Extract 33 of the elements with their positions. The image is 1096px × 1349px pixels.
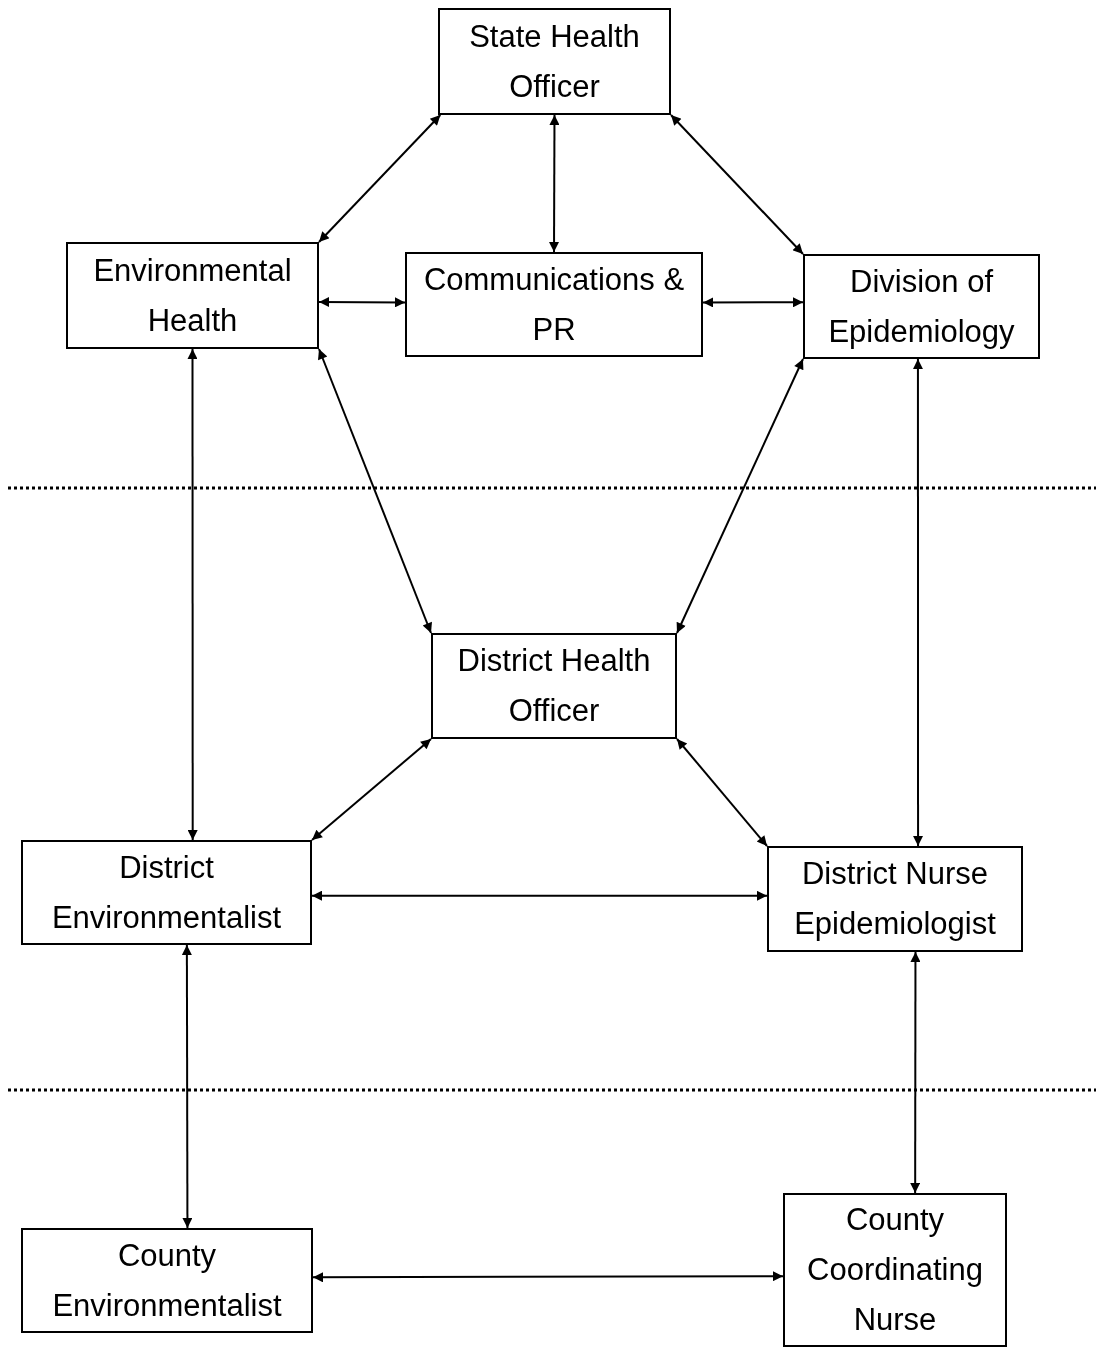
double-arrow: [181, 944, 193, 1229]
double-arrow: [318, 297, 406, 308]
double-arrow: [670, 114, 804, 255]
role-box: [405, 252, 703, 357]
role-title: County Environmentalist: [51, 1236, 283, 1325]
role-box: [438, 8, 671, 115]
double-arrow: [312, 1271, 784, 1283]
double-arrow: [311, 738, 432, 841]
role-title: County Coordinating Nurse: [806, 1201, 984, 1339]
double-arrow: [912, 358, 924, 847]
double-arrow: [702, 297, 804, 308]
role-box: [21, 840, 312, 945]
role-title: District Health Officer: [456, 642, 652, 730]
role-box: [66, 242, 319, 349]
role-box: [767, 846, 1023, 952]
double-arrow: [311, 890, 768, 901]
role-title: Communications & PR: [422, 260, 686, 349]
double-arrow: [676, 358, 804, 634]
role-box: [783, 1193, 1007, 1347]
role-title: Environmental Health: [92, 251, 293, 340]
double-arrow: [676, 738, 768, 847]
double-arrow: [549, 114, 560, 253]
role-title: Division of Epidemiology: [827, 262, 1016, 351]
role-title: State Health Officer: [468, 17, 641, 106]
role-box: [21, 1228, 313, 1333]
double-arrow: [187, 348, 198, 841]
role-box: [431, 633, 677, 739]
double-arrow: [318, 348, 432, 634]
double-arrow: [910, 951, 921, 1194]
role-box: [803, 254, 1040, 359]
role-title: District Environmentalist: [50, 848, 283, 937]
double-arrow: [318, 114, 442, 243]
role-title: District Nurse Epidemiologist: [793, 855, 997, 943]
